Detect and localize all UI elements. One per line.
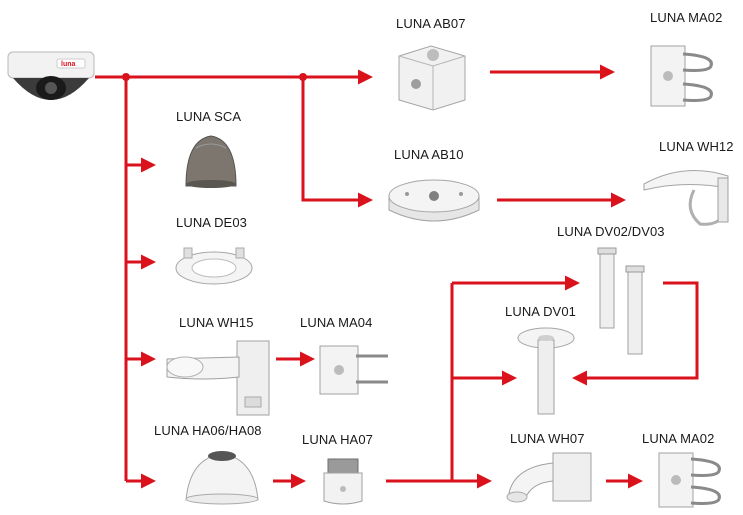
label-dv0203: LUNA DV02/DV03 bbox=[557, 224, 665, 239]
label-ma02-top: LUNA MA02 bbox=[650, 10, 723, 25]
ceiling-mount-icon bbox=[175, 247, 253, 285]
label-dv01: LUNA DV01 bbox=[505, 304, 576, 319]
label-ha07: LUNA HA07 bbox=[302, 432, 373, 447]
wall-mount-icon bbox=[506, 452, 592, 503]
junction-box-icon bbox=[398, 45, 466, 111]
pole-mount-bracket-icon bbox=[650, 45, 713, 107]
smoke-cover-icon bbox=[185, 135, 237, 188]
pendant-cap-icon bbox=[185, 451, 259, 505]
dome-camera-icon: luna bbox=[7, 51, 95, 100]
pendant-pipe-icon bbox=[517, 327, 575, 415]
label-ma02-bottom: LUNA MA02 bbox=[642, 431, 715, 446]
label-ma04: LUNA MA04 bbox=[300, 315, 373, 330]
label-ha0608: LUNA HA06/HA08 bbox=[154, 423, 262, 438]
label-ab10: LUNA AB10 bbox=[394, 147, 464, 162]
connector-to-ab10 bbox=[301, 77, 373, 208]
connector-dv0203-dv01 bbox=[572, 281, 699, 386]
rain-shield-icon bbox=[643, 170, 729, 226]
label-de03: LUNA DE03 bbox=[176, 215, 247, 230]
pole-adapter-icon bbox=[319, 345, 388, 395]
round-junction-box-icon bbox=[388, 179, 480, 222]
camera-brand-text: luna bbox=[61, 61, 75, 68]
label-wh07: LUNA WH07 bbox=[510, 431, 585, 446]
pendant-adapter-icon bbox=[323, 458, 363, 505]
label-wh12: LUNA WH12 bbox=[659, 139, 734, 154]
pole-mount-bracket-icon bbox=[658, 452, 721, 508]
label-ab07: LUNA AB07 bbox=[396, 16, 466, 31]
label-sca: LUNA SCA bbox=[176, 109, 242, 124]
wall-bracket-icon bbox=[166, 340, 270, 416]
label-wh15: LUNA WH15 bbox=[179, 315, 254, 330]
extension-poles-icon bbox=[597, 247, 645, 355]
